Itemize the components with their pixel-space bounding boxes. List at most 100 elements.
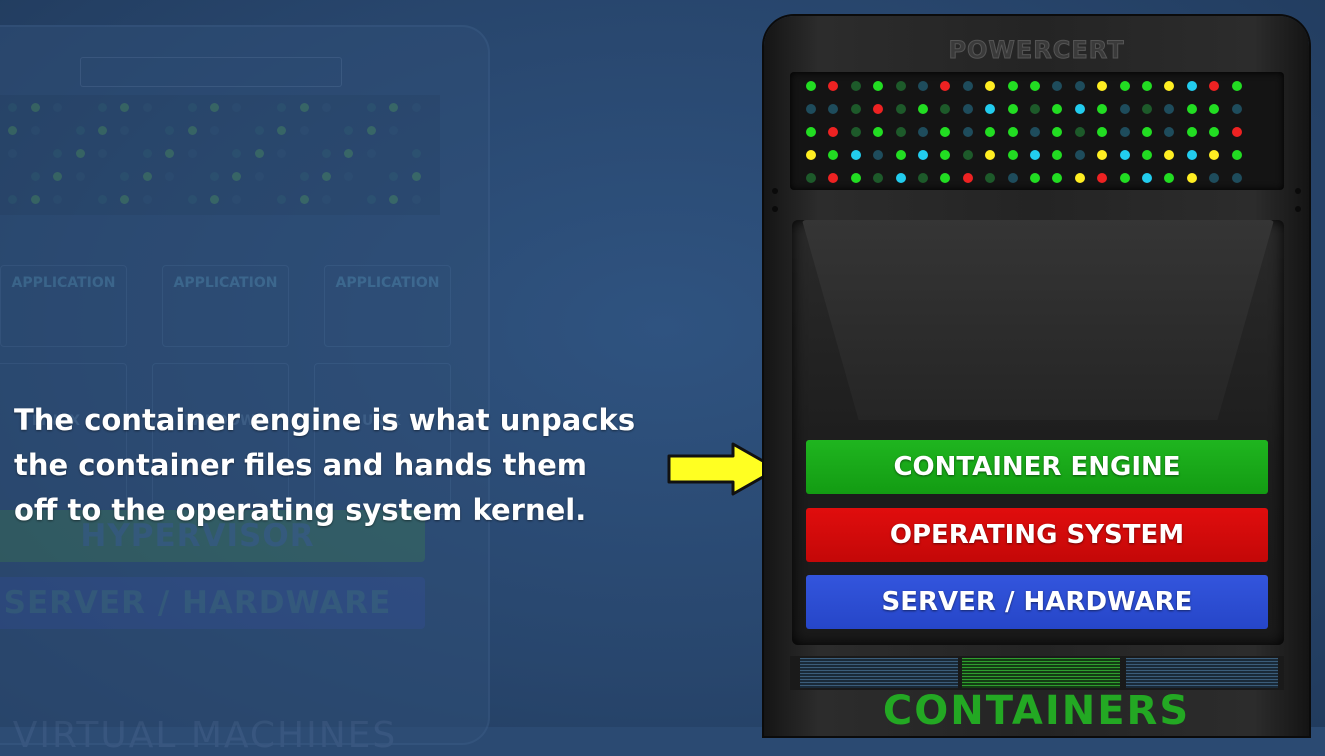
led-indicator-icon <box>873 81 884 91</box>
led-indicator-icon <box>1052 104 1063 114</box>
led-indicator-icon <box>1186 127 1197 137</box>
background-led-icon <box>299 195 309 204</box>
caption-line-1: The container engine is what unpacks <box>14 403 636 437</box>
led-indicator-icon <box>895 150 906 160</box>
led-indicator-icon <box>985 127 996 137</box>
background-led-panel <box>0 95 440 215</box>
led-indicator-icon <box>1074 173 1085 183</box>
container-server: POWERCERT CONTAINER ENGINE OPERATING SYS… <box>764 16 1309 736</box>
background-led-icon <box>53 172 63 181</box>
background-led-icon <box>232 103 242 112</box>
background-led-icon <box>120 172 130 181</box>
led-indicator-icon <box>985 150 996 160</box>
led-indicator-icon <box>895 104 906 114</box>
background-led-icon <box>389 103 399 112</box>
background-app-1: APPLICATION <box>0 265 127 347</box>
background-led-icon <box>389 195 399 204</box>
led-indicator-icon <box>1164 104 1175 114</box>
background-led-icon <box>366 126 376 135</box>
background-led-icon <box>210 126 219 135</box>
led-indicator-icon <box>962 104 973 114</box>
server-brand: POWERCERT <box>948 36 1125 65</box>
background-led-icon <box>165 126 175 135</box>
led-indicator-icon <box>873 127 884 137</box>
led-indicator-icon <box>918 173 928 183</box>
led-indicator-icon <box>1164 150 1175 160</box>
background-led-icon <box>411 172 421 181</box>
led-indicator-icon <box>895 81 906 91</box>
background-led-icon <box>53 103 63 112</box>
background-vm-server: APPLICATION APPLICATION APPLICATION LINU… <box>0 25 490 756</box>
background-os-windows: WINDOWS <box>184 413 266 429</box>
background-led-icon <box>8 149 18 158</box>
background-led-icon <box>322 103 331 112</box>
led-indicator-icon <box>1164 127 1175 137</box>
background-led-icon <box>165 172 175 181</box>
led-indicator-icon <box>1007 81 1018 91</box>
led-indicator-icon <box>918 127 928 137</box>
background-led-icon <box>232 149 242 158</box>
led-indicator-icon <box>1231 127 1242 137</box>
led-indicator-icon <box>1186 150 1197 160</box>
background-led-icon <box>8 103 18 112</box>
background-led-icon <box>75 172 85 181</box>
led-indicator-icon <box>1074 127 1085 137</box>
background-app-label: APPLICATION <box>11 275 116 291</box>
background-led-icon <box>389 172 399 181</box>
led-indicator-icon <box>1074 104 1085 114</box>
led-indicator-icon <box>873 150 884 160</box>
background-led-icon <box>299 172 309 181</box>
background-led-icon <box>30 126 40 135</box>
led-indicator-icon <box>895 173 906 183</box>
background-led-icon <box>277 103 287 112</box>
caption-line-3: off to the operating system kernel. <box>14 493 587 527</box>
background-led-icon <box>366 103 376 112</box>
background-led-icon <box>30 195 40 204</box>
background-led-icon <box>8 195 18 204</box>
background-led-icon <box>411 103 421 112</box>
led-indicator-icon <box>850 81 861 91</box>
vent <box>1126 658 1278 688</box>
background-led-icon <box>210 172 219 181</box>
screw <box>772 188 778 194</box>
background-led-icon <box>232 172 242 181</box>
led-indicator-icon <box>806 81 816 91</box>
led-indicator-icon <box>873 173 884 183</box>
led-indicator-icon <box>806 104 816 114</box>
led-indicator-icon <box>1142 173 1152 183</box>
led-indicator-icon <box>1119 81 1130 91</box>
led-indicator-icon <box>1007 150 1018 160</box>
led-indicator-icon <box>1097 104 1108 114</box>
background-led-icon <box>53 195 63 204</box>
background-led-icon <box>389 126 399 135</box>
background-led-icon <box>187 126 197 135</box>
screw <box>1295 188 1301 194</box>
background-footer-label: VIRTUAL MACHINES <box>12 715 398 756</box>
background-led-icon <box>98 103 107 112</box>
screw <box>772 206 778 212</box>
operating-system-layer: OPERATING SYSTEM <box>806 508 1268 562</box>
led-indicator-icon <box>1209 104 1220 114</box>
led-indicator-icon <box>828 104 839 114</box>
led-indicator-icon <box>1097 173 1108 183</box>
background-led-icon <box>98 195 107 204</box>
led-indicator-icon <box>1209 81 1220 91</box>
led-indicator-icon <box>850 173 861 183</box>
led-indicator-icon <box>1119 150 1130 160</box>
led-indicator-icon <box>806 173 816 183</box>
led-indicator-icon <box>918 104 928 114</box>
led-indicator-icon <box>985 173 996 183</box>
background-led-icon <box>366 195 376 204</box>
background-led-icon <box>187 149 197 158</box>
background-led-icon <box>366 149 376 158</box>
background-led-icon <box>277 126 287 135</box>
background-os-linux: LINUX <box>32 413 81 429</box>
led-indicator-icon <box>1030 104 1040 114</box>
background-led-icon <box>187 195 197 204</box>
led-indicator-icon <box>1209 127 1220 137</box>
led-indicator-icon <box>1052 81 1063 91</box>
background-led-icon <box>254 149 264 158</box>
led-indicator-icon <box>850 104 861 114</box>
background-app-label: APPLICATION <box>335 275 440 291</box>
led-indicator-icon <box>1030 173 1040 183</box>
